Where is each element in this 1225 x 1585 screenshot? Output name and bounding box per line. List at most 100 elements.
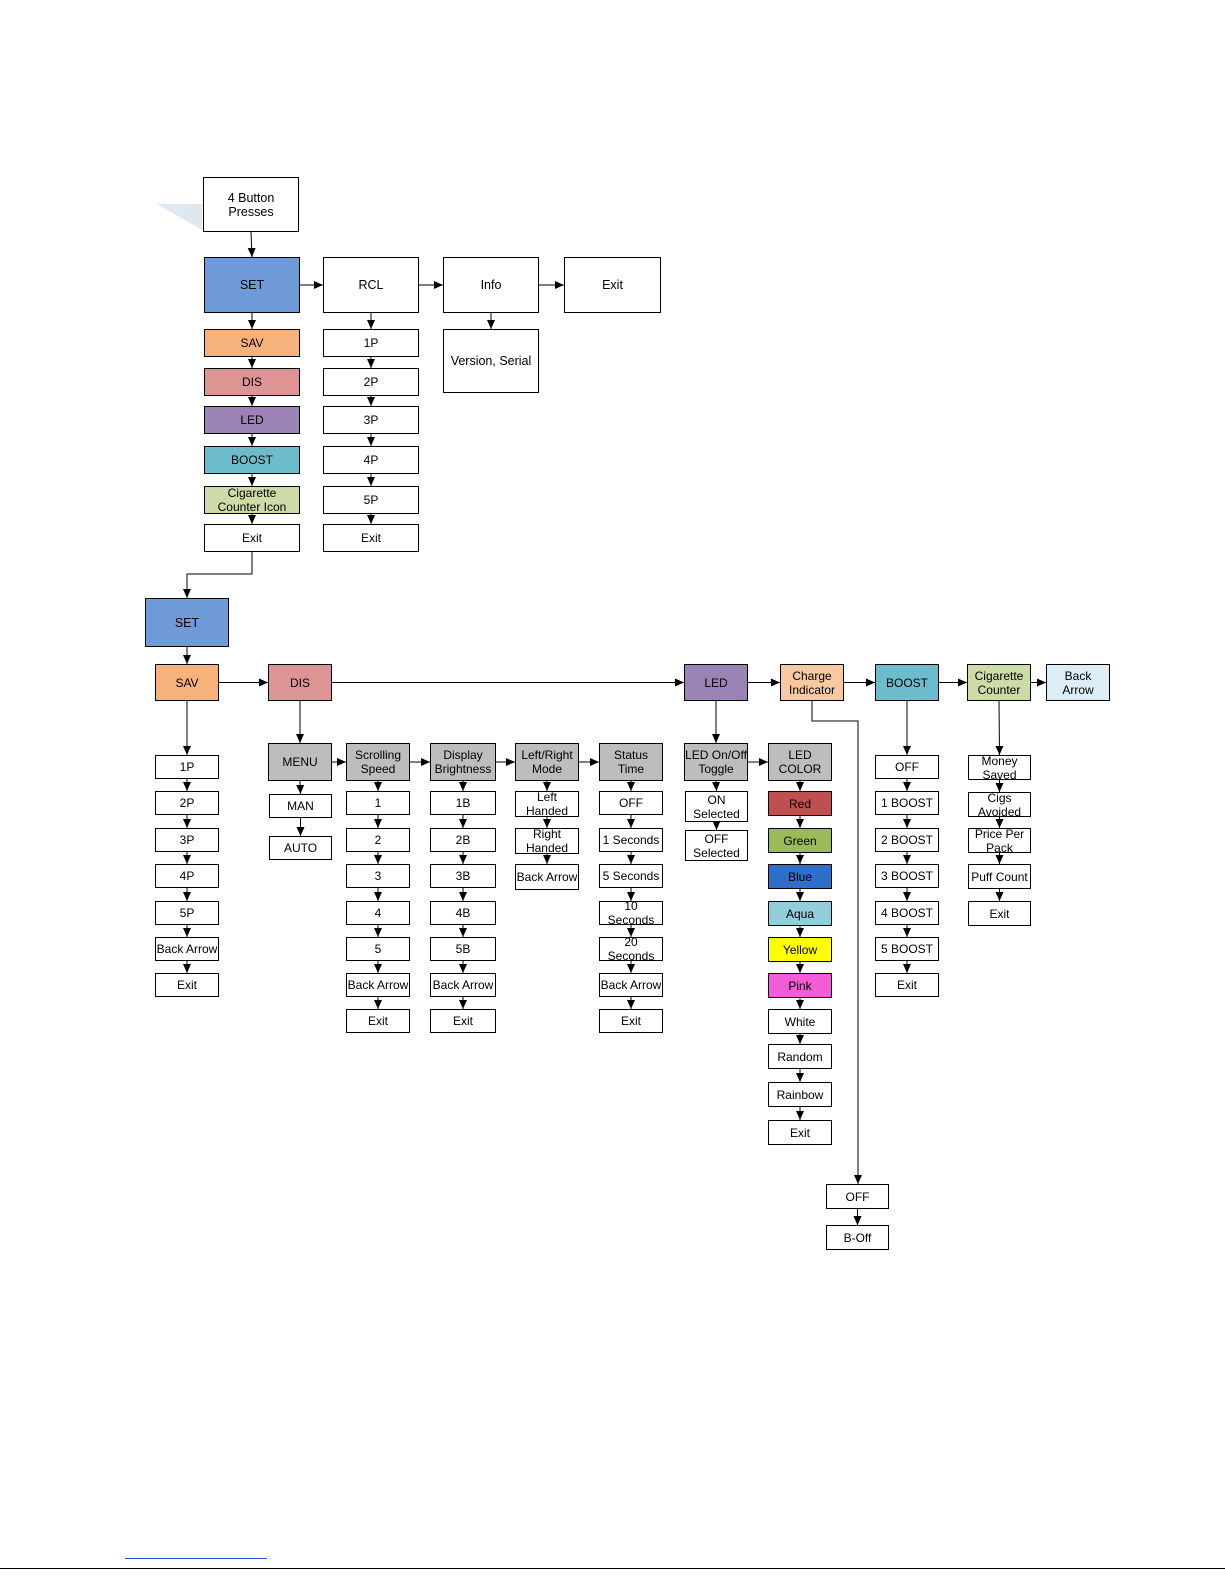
set-item-exit: Exit <box>204 524 300 552</box>
boost-node: BOOST <box>875 664 939 701</box>
sav-item-2p: 2P <box>155 791 219 815</box>
boost-item-off: OFF <box>875 755 939 779</box>
sav-item-exit: Exit <box>155 973 219 997</box>
display-brightness-item-3b: 3B <box>430 864 496 888</box>
set-node: SET <box>204 257 300 313</box>
led-color-item-aqua: Aqua <box>768 901 832 926</box>
scrolling-speed-item-2: 2 <box>346 828 410 852</box>
connector-arrow <box>712 780 721 792</box>
display-brightness-node: Display Brightness <box>430 743 496 781</box>
charge-indicator-item-b-off: B-Off <box>826 1225 889 1250</box>
start-node: 4 Button Presses <box>203 177 299 232</box>
scrolling-speed-item-5: 5 <box>346 937 410 961</box>
rcl-node: RCL <box>323 257 419 313</box>
display-brightness-item-4b: 4B <box>430 901 496 925</box>
led-toggle-item-on-selected: ON Selected <box>685 791 748 822</box>
left-right-mode-item-back-arrow: Back Arrow <box>515 864 579 890</box>
left-right-mode-item-right-handed: Right Handed <box>515 827 579 855</box>
sav-item-4p: 4P <box>155 864 219 888</box>
led-color-item-rainbow: Rainbow <box>768 1082 832 1107</box>
led-color-item-blue: Blue <box>768 864 832 889</box>
led-color-node: LED COLOR <box>768 743 832 781</box>
cigarette-counter-item-money-saved: Money Saved <box>968 754 1031 782</box>
boost-item-exit: Exit <box>875 973 939 997</box>
rcl-item-5p: 5P <box>323 486 419 514</box>
cigarette-counter-item-price-per-pack: Price Per Pack <box>968 827 1031 855</box>
set-item-cigarette-counter-icon: Cigarette Counter Icon <box>204 486 300 514</box>
led-color-item-yellow: Yellow <box>768 937 832 962</box>
display-brightness-item-5b: 5B <box>430 937 496 961</box>
status-time-item-5-seconds: 5 Seconds <box>599 864 663 888</box>
connector-arrow <box>296 780 305 795</box>
back-arrow-node: Back Arrow <box>1046 664 1110 701</box>
status-time-item-10-seconds: 10 Seconds <box>599 899 663 927</box>
status-time-item-exit: Exit <box>599 1009 663 1033</box>
scrolling-speed-item-4: 4 <box>346 901 410 925</box>
footnote-link-underline <box>125 1558 267 1559</box>
boost-item-2-boost: 2 BOOST <box>875 828 939 852</box>
set-item-sav: SAV <box>204 329 300 357</box>
connector-arrow <box>183 552 253 598</box>
rcl-item-4p: 4P <box>323 446 419 474</box>
led-toggle-node: LED On/Off Toggle <box>684 743 748 781</box>
cigarette-counter-item-exit: Exit <box>968 901 1031 926</box>
footer-divider <box>0 1568 1225 1569</box>
left-right-mode-item-left-handed: Left Handed <box>515 790 579 818</box>
scrolling-speed-item-3: 3 <box>346 864 410 888</box>
set-item-dis: DIS <box>204 368 300 396</box>
status-time-item-off: OFF <box>599 791 663 815</box>
rcl-item-2p: 2P <box>323 368 419 396</box>
page-corner-shadow <box>157 204 202 230</box>
display-brightness-item-1b: 1B <box>430 791 496 815</box>
charge-indicator-node: Charge Indicator <box>780 664 844 701</box>
rcl-item-3p: 3P <box>323 406 419 434</box>
status-time-item-20-seconds: 20 Seconds <box>599 935 663 963</box>
sav-item-5p: 5P <box>155 901 219 925</box>
info-node: Info <box>443 257 539 313</box>
dis-node: DIS <box>268 664 332 701</box>
led-color-item-exit: Exit <box>768 1120 832 1145</box>
charge-indicator-item-off: OFF <box>826 1184 889 1209</box>
sav-item-back-arrow: Back Arrow <box>155 937 219 961</box>
set-item-boost: BOOST <box>204 446 300 474</box>
exit-node: Exit <box>564 257 661 313</box>
menu-item-auto: AUTO <box>269 836 332 860</box>
set-node-bottom: SET <box>145 598 229 647</box>
connector-arrow <box>811 701 862 1184</box>
sav-item-3p: 3P <box>155 828 219 852</box>
led-color-item-white: White <box>768 1009 832 1034</box>
sav-node: SAV <box>155 664 219 701</box>
cigarette-counter-item-cigs-avoided: Cigs Avoided <box>968 791 1031 819</box>
status-time-item-1-seconds: 1 Seconds <box>599 828 663 852</box>
rcl-item-exit: Exit <box>323 524 419 552</box>
led-color-item-pink: Pink <box>768 973 832 998</box>
scrolling-speed-item-back-arrow: Back Arrow <box>346 973 410 997</box>
display-brightness-item-back-arrow: Back Arrow <box>430 973 496 997</box>
display-brightness-item-2b: 2B <box>430 828 496 852</box>
left-right-mode-node: Left/Right Mode <box>515 743 579 781</box>
menu-item-man: MAN <box>269 794 332 818</box>
scrolling-speed-item-exit: Exit <box>346 1009 410 1033</box>
connector-arrow <box>995 700 1004 756</box>
cigarette-counter-node: Cigarette Counter <box>967 664 1031 701</box>
boost-item-1-boost: 1 BOOST <box>875 791 939 815</box>
connector-arrow <box>247 231 256 258</box>
scrolling-speed-node: Scrolling Speed <box>346 743 410 781</box>
version-serial-node: Version, Serial <box>443 329 539 393</box>
led-toggle-item-off-selected: OFF Selected <box>685 830 748 861</box>
boost-item-3-boost: 3 BOOST <box>875 864 939 888</box>
led-color-item-green: Green <box>768 828 832 853</box>
led-node: LED <box>684 664 748 701</box>
status-time-node: Status Time <box>599 743 663 781</box>
led-color-item-random: Random <box>768 1044 832 1069</box>
menu-node: MENU <box>268 743 332 781</box>
scrolling-speed-item-1: 1 <box>346 791 410 815</box>
boost-item-5-boost: 5 BOOST <box>875 937 939 961</box>
rcl-item-1p: 1P <box>323 329 419 357</box>
led-color-item-red: Red <box>768 791 832 816</box>
boost-item-4-boost: 4 BOOST <box>875 901 939 925</box>
cigarette-counter-item-puff-count: Puff Count <box>968 864 1031 889</box>
sav-item-1p: 1P <box>155 755 219 779</box>
